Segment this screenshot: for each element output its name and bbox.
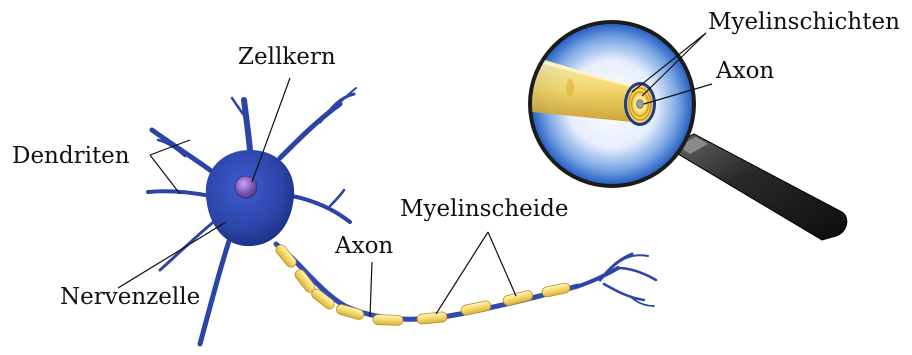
myelin-segment — [274, 243, 298, 269]
label-axon: Axon — [334, 233, 393, 259]
magnifying-glass-icon — [528, 20, 847, 240]
zoomed-axon-core — [637, 100, 644, 109]
myelin-segment — [373, 314, 403, 325]
myelin-segment — [541, 282, 570, 298]
myelin-segment — [460, 300, 491, 316]
label-nucleus: Zellkern — [238, 44, 336, 70]
myelin-segment — [502, 290, 534, 307]
label-zoom-axon: Axon — [715, 58, 774, 84]
axon-core — [276, 244, 578, 319]
axon-terminals — [576, 254, 656, 306]
label-nerve-cell: Nervenzelle — [60, 284, 200, 310]
label-dendrites: Dendriten — [12, 143, 130, 169]
label-myelin-layers: Myelinschichten — [708, 9, 900, 35]
nucleus — [235, 176, 257, 198]
label-myelin-sheath: Myelinscheide — [400, 196, 568, 222]
myelin-segment — [417, 311, 448, 324]
cell-body — [206, 150, 294, 246]
labels: Dendriten Zellkern Nervenzelle Axon Myel… — [12, 9, 900, 310]
